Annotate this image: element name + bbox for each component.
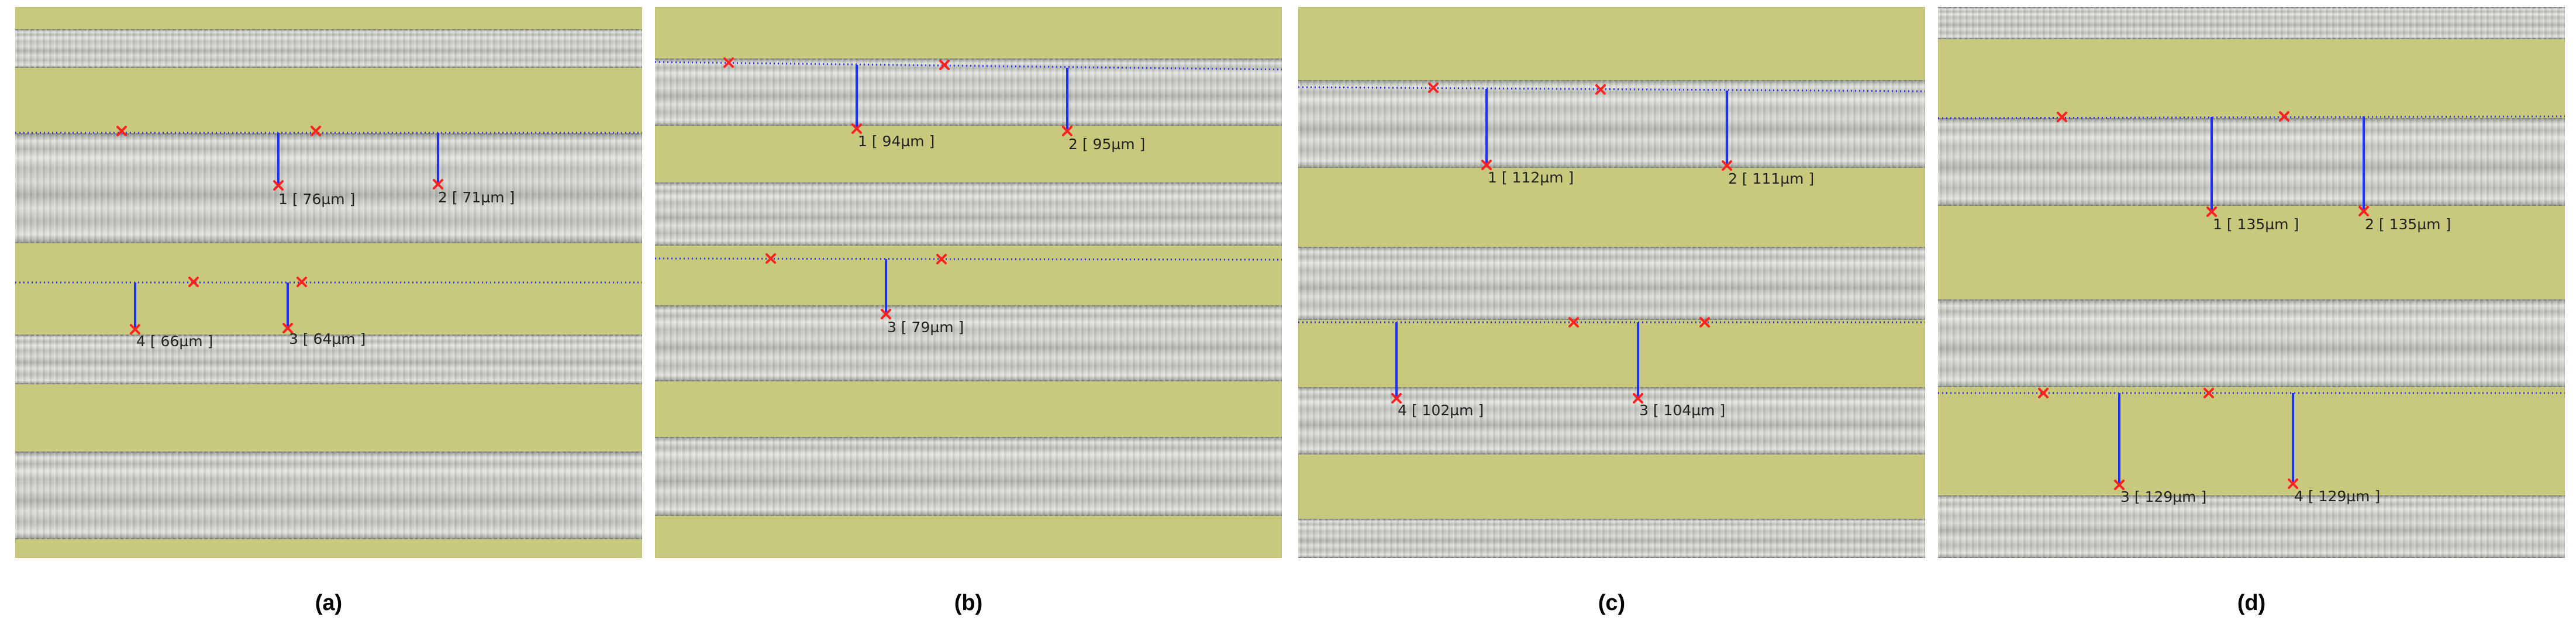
measurement-overlay: 1 [ 76µm ] 2 [ 71µm ] 4 [ 66µm ] 3 [ 64µ… <box>15 126 642 350</box>
laser-track <box>15 452 642 539</box>
laser-track <box>1938 118 2565 206</box>
measurement-label: 1 [ 76µm ] <box>278 191 355 208</box>
laser-track <box>1938 7 2565 39</box>
measurement-label: 3 [ 64µm ] <box>289 330 365 347</box>
laser-track <box>1298 247 1925 320</box>
panel-label-a: (a) <box>315 591 343 615</box>
laser-track <box>1938 495 2565 558</box>
measurement-overlay: 1 [ 135µm ] 2 [ 135µm ] 3 [ 129µm ] 4 [ … <box>1938 111 2565 505</box>
reference-line <box>1938 115 2565 119</box>
measurement-label: 3 [ 104µm ] <box>1639 402 1725 419</box>
laser-track <box>1298 519 1925 558</box>
micrograph-panel-c: 1 [ 112µm ] 2 [ 111µm ] 4 [ 102µm ] 3 [ … <box>1298 7 1925 558</box>
laser-track <box>15 29 642 68</box>
micrograph-panel-d: 1 [ 135µm ] 2 [ 135µm ] 3 [ 129µm ] 4 [ … <box>1938 7 2565 558</box>
measurement-label: 2 [ 95µm ] <box>1068 136 1145 153</box>
laser-track <box>1298 80 1925 168</box>
measurement-label: 1 [ 94µm ] <box>858 133 934 150</box>
laser-track <box>15 335 642 384</box>
laser-track <box>1938 299 2565 387</box>
panel-label-b: (b) <box>954 591 983 615</box>
laser-track <box>655 437 1282 516</box>
reference-line <box>655 257 1282 261</box>
measurement-label: 3 [ 129µm ] <box>2120 488 2206 505</box>
laser-track <box>15 133 642 243</box>
measurement-label: 1 [ 135µm ] <box>2213 216 2299 233</box>
measurement-label: 2 [ 111µm ] <box>1728 170 1814 187</box>
panel-label-c: (c) <box>1598 591 1626 615</box>
laser-track <box>655 305 1282 381</box>
measurement-label: 2 [ 135µm ] <box>2365 216 2451 233</box>
red-cross-marker-icon <box>116 126 443 335</box>
measurement-overlay: 1 [ 94µm ] 2 [ 95µm ] 3 [ 79µm ] <box>655 57 1282 336</box>
measurement-label: 3 [ 79µm ] <box>887 319 964 336</box>
measurement-label: 2 [ 71µm ] <box>438 189 515 206</box>
red-cross-marker-icon <box>1391 82 1732 404</box>
micrograph-panel-a: 1 [ 76µm ] 2 [ 71µm ] 4 [ 66µm ] 3 [ 64µ… <box>15 7 642 558</box>
measurement-overlay: 1 [ 112µm ] 2 [ 111µm ] 4 [ 102µm ] 3 [ … <box>1298 82 1925 419</box>
red-cross-marker-icon <box>723 57 1073 319</box>
measurement-label: 4 [ 129µm ] <box>2294 488 2380 505</box>
reference-line <box>655 61 1282 71</box>
laser-track <box>1298 387 1925 454</box>
measurement-label: 4 [ 102µm ] <box>1398 402 1484 419</box>
reference-line <box>1298 86 1925 92</box>
measurement-label: 1 [ 112µm ] <box>1488 169 1574 186</box>
laser-track <box>655 58 1282 126</box>
red-cross-marker-icon <box>2038 111 2369 490</box>
panel-label-d: (d) <box>2237 591 2266 615</box>
measurement-label: 4 [ 66µm ] <box>136 333 213 350</box>
laser-track <box>655 182 1282 246</box>
micrograph-panel-b: 1 [ 94µm ] 2 [ 95µm ] 3 [ 79µm ] <box>655 7 1282 558</box>
